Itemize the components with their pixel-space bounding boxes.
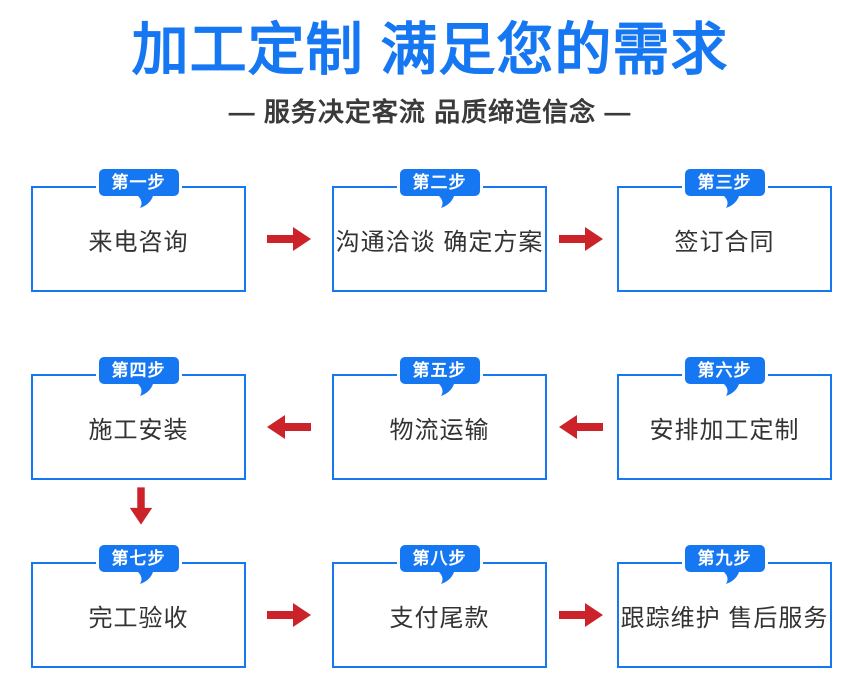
step-badge-label: 第一步 xyxy=(111,173,166,192)
step-box-9: 第九步 跟踪维护 售后服务 xyxy=(617,542,832,668)
step-box-3: 第三步 签订合同 xyxy=(617,166,832,292)
step-badge-6: 第六步 xyxy=(681,354,768,396)
step-label: 签订合同 xyxy=(674,228,775,256)
step-label: 跟踪维护 售后服务 xyxy=(620,604,829,632)
speech-bubble-tail-icon xyxy=(438,384,454,396)
step-box-1: 第一步 来电咨询 xyxy=(31,166,246,292)
step-box-5: 第五步 物流运输 xyxy=(332,354,547,480)
step-badge-label: 第七步 xyxy=(111,549,166,568)
step-label: 安排加工定制 xyxy=(649,416,800,444)
step-badge-3: 第三步 xyxy=(681,166,768,208)
page-subtitle: — 服务决定客流 品质缔造信念 — xyxy=(228,97,632,128)
step-badge-1: 第一步 xyxy=(95,166,182,208)
step-badge-2: 第二步 xyxy=(396,166,483,208)
step-box-7: 第七步 完工验收 xyxy=(31,542,246,668)
step-badge-label: 第八步 xyxy=(412,549,467,568)
arrow-left-icon xyxy=(267,415,311,439)
step-badge-label: 第四步 xyxy=(111,361,166,380)
arrow-right-icon xyxy=(267,603,311,627)
step-badge-label: 第五步 xyxy=(412,361,467,380)
step-badge-9: 第九步 xyxy=(681,542,768,584)
step-box-6: 第六步 安排加工定制 xyxy=(617,354,832,480)
speech-bubble-tail-icon xyxy=(137,196,153,208)
arrow-right-icon xyxy=(559,227,603,251)
speech-bubble-tail-icon xyxy=(137,572,153,584)
step-badge-8: 第八步 xyxy=(396,542,483,584)
step-label: 完工验收 xyxy=(88,604,189,632)
step-badge-4: 第四步 xyxy=(95,354,182,396)
speech-bubble-tail-icon xyxy=(723,384,739,396)
step-box-8: 第八步 支付尾款 xyxy=(332,542,547,668)
step-label: 沟通洽谈 确定方案 xyxy=(335,228,544,256)
speech-bubble-tail-icon xyxy=(137,384,153,396)
speech-bubble-tail-icon xyxy=(438,196,454,208)
step-label: 来电咨询 xyxy=(88,228,189,256)
step-label: 施工安装 xyxy=(88,416,189,444)
header: 加工定制 满足您的需求 — 服务决定客流 品质缔造信念 — xyxy=(0,0,860,129)
speech-bubble-tail-icon xyxy=(438,572,454,584)
arrow-left-icon xyxy=(559,415,603,439)
page-title: 加工定制 满足您的需求 xyxy=(131,18,729,82)
step-box-4: 第四步 施工安装 xyxy=(31,354,246,480)
step-badge-7: 第七步 xyxy=(95,542,182,584)
arrow-down-icon xyxy=(129,487,153,525)
step-badge-label: 第二步 xyxy=(412,173,467,192)
speech-bubble-tail-icon xyxy=(723,196,739,208)
step-label: 支付尾款 xyxy=(389,604,490,632)
step-badge-label: 第三步 xyxy=(697,173,752,192)
arrow-right-icon xyxy=(267,227,311,251)
step-badge-label: 第九步 xyxy=(697,549,752,568)
speech-bubble-tail-icon xyxy=(723,572,739,584)
step-box-2: 第二步 沟通洽谈 确定方案 xyxy=(332,166,547,292)
step-label: 物流运输 xyxy=(389,416,490,444)
arrow-right-icon xyxy=(559,603,603,627)
step-badge-label: 第六步 xyxy=(697,361,752,380)
step-badge-5: 第五步 xyxy=(396,354,483,396)
